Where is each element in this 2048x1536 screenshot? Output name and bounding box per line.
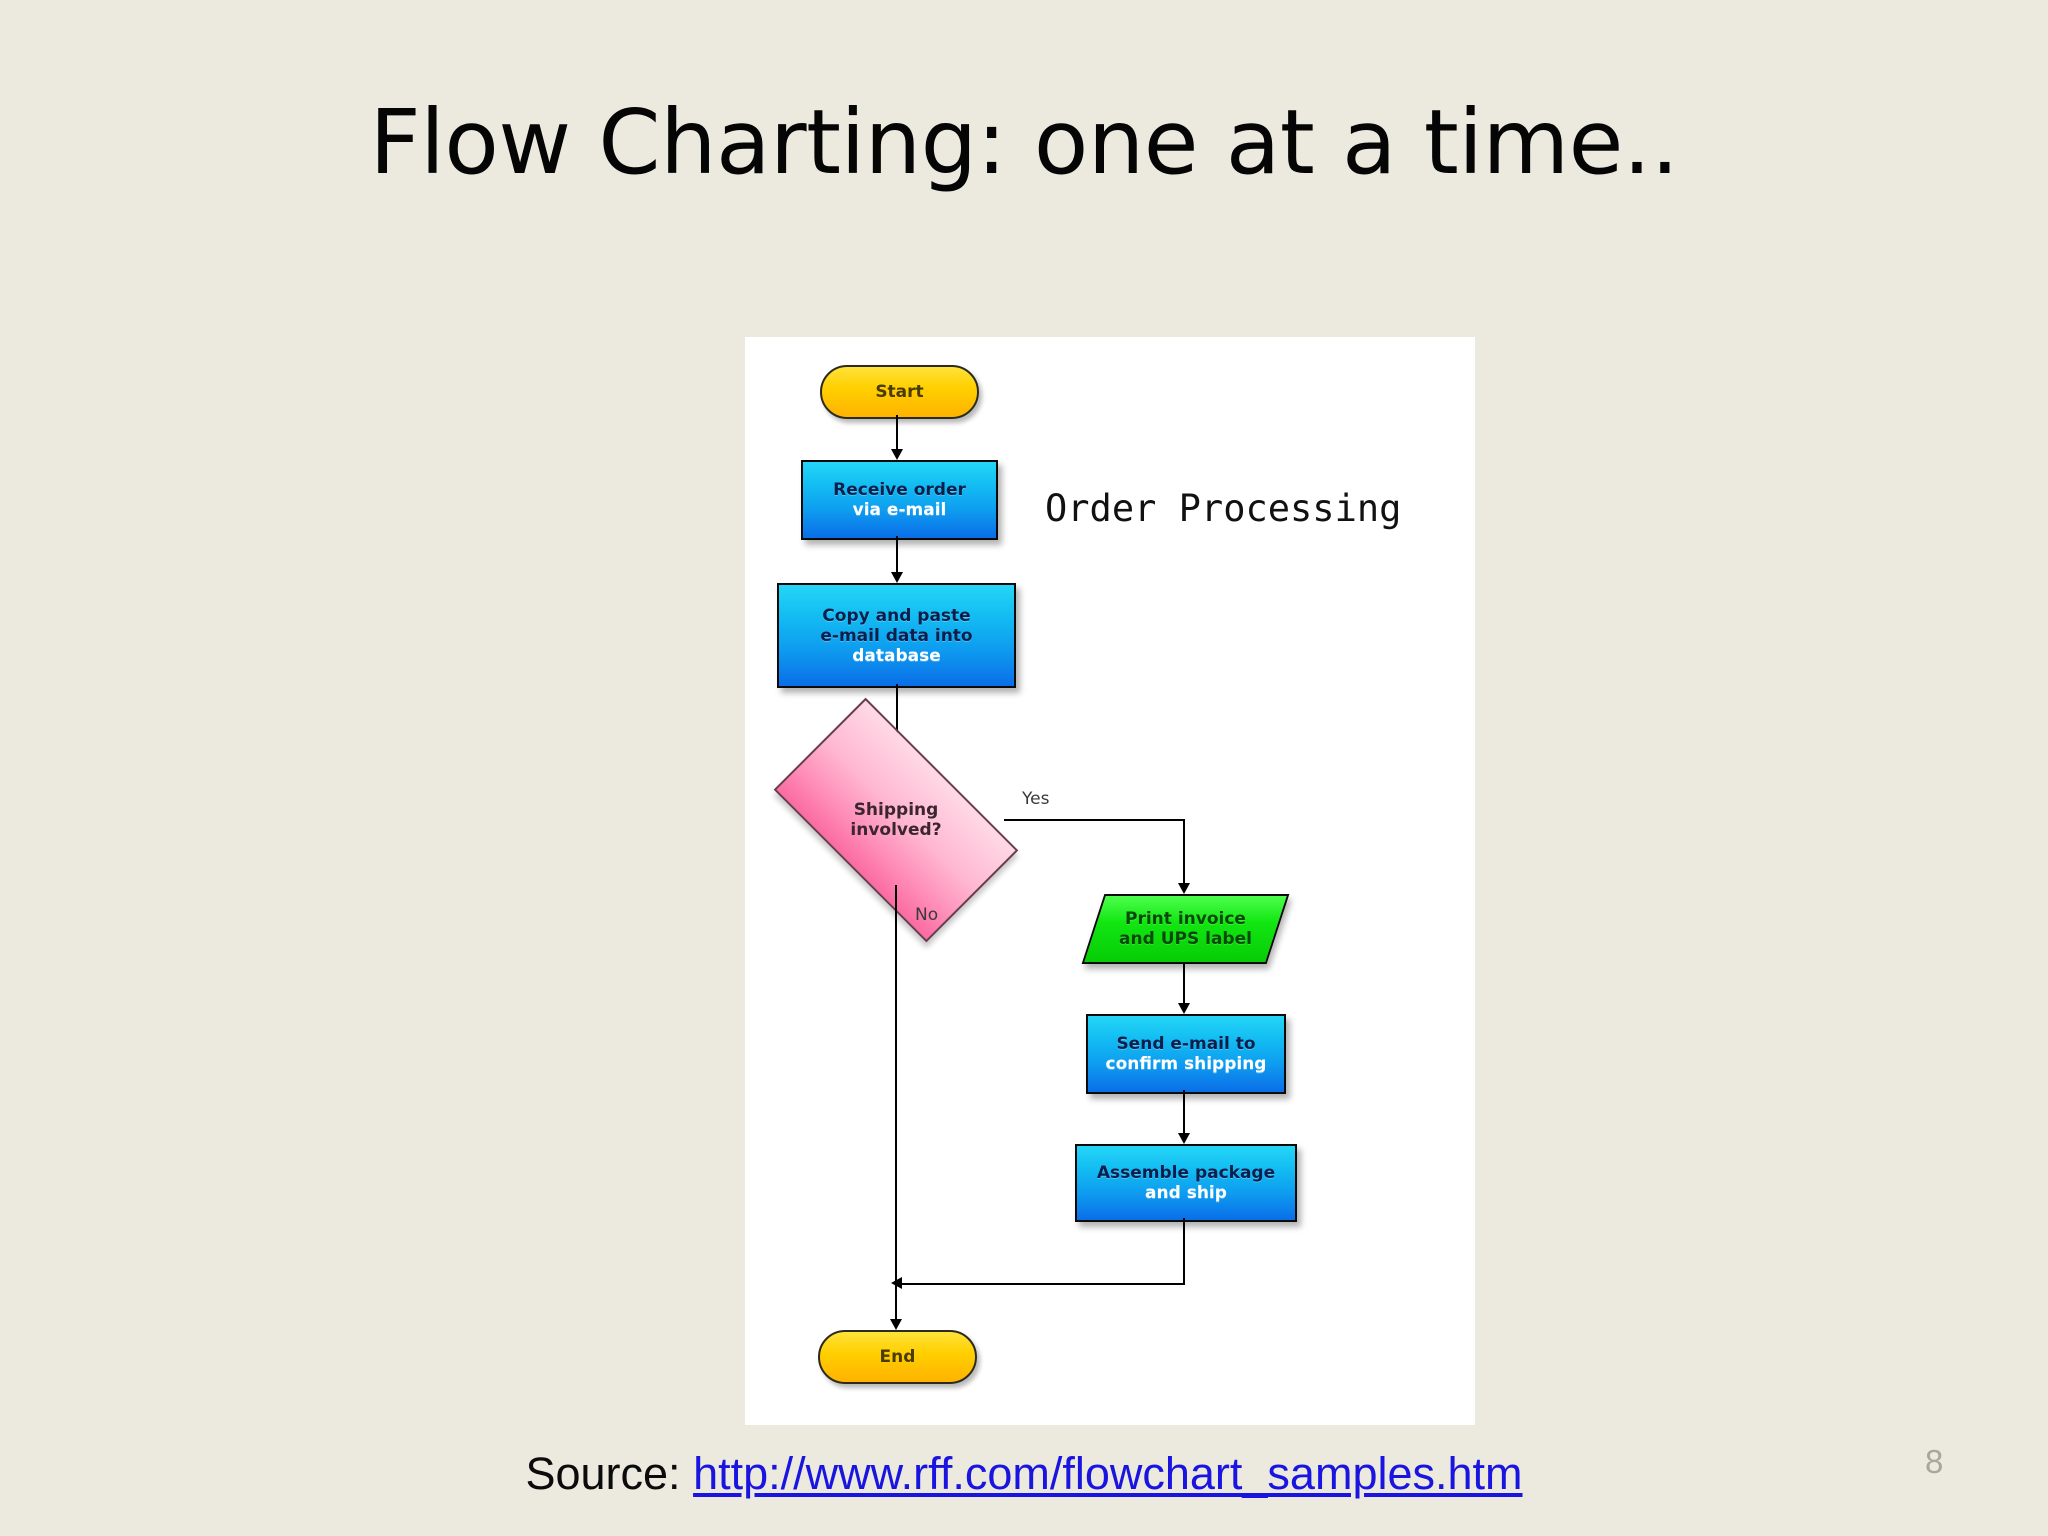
connector-confirm-to-assemble [1183,1090,1185,1138]
source-link[interactable]: http://www.rff.com/flowchart_samples.htm [693,1448,1523,1499]
connector-print-to-confirm [1183,964,1185,1008]
connector-assemble-horizontal [896,1283,1185,1285]
connector-yes-horizontal [1004,819,1184,821]
connector-trunk-to-end [895,1283,897,1324]
source-line: Source: http://www.rff.com/flowchart_sam… [0,1448,2048,1500]
arrowhead-receive-to-copy [891,572,903,583]
connector-start-to-receive [896,415,898,454]
connector-assemble-vertical [1183,1218,1185,1285]
arrowhead-trunk-to-end [890,1319,902,1330]
edge-label-yes: Yes [1022,789,1050,809]
arrowhead-start-to-receive [891,449,903,460]
page-number: 8 [1925,1443,1944,1480]
page-title: Flow Charting: one at a time.. [369,90,1679,194]
arrowhead-confirm-to-assemble [1178,1133,1190,1144]
flowchart-heading: Order Processing [1045,487,1402,530]
node-end-label: End [879,1346,916,1367]
node-end: End [818,1330,977,1384]
node-print-invoice: Print invoice and UPS label [1081,894,1290,964]
source-prefix: Source: [525,1448,694,1499]
parallelogram-shape [1081,894,1290,964]
connector-yes-vertical [1183,819,1185,888]
arrowhead-print-to-confirm [1178,1003,1190,1014]
arrowhead-yes-to-print [1178,883,1190,894]
connector-no-vertical [895,885,897,1285]
node-shipping-decision: Shipping involved? [773,697,1019,943]
node-start-label: Start [875,381,924,402]
edge-label-no: No [915,905,939,925]
node-start: Start [820,365,979,419]
connector-copy-to-decision [896,684,898,747]
connector-receive-to-copy [896,536,898,577]
